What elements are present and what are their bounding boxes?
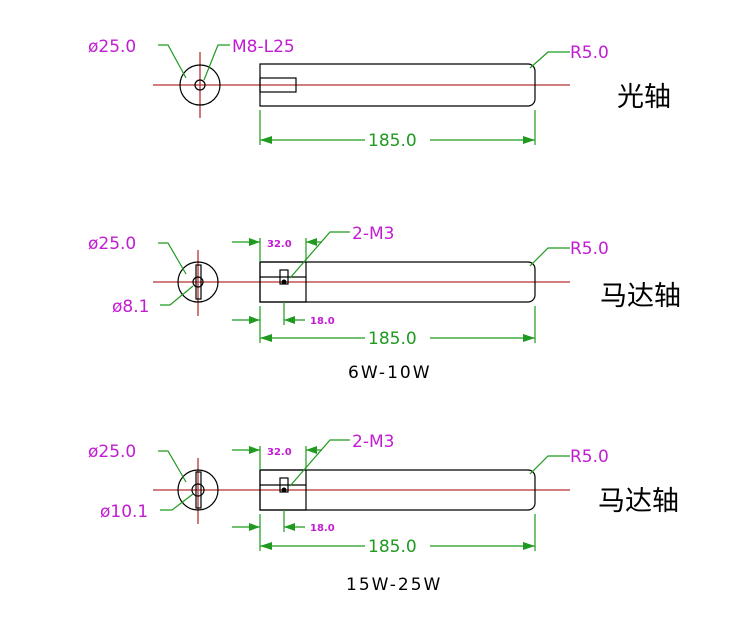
thread-leader	[289, 231, 350, 279]
shaft-body	[259, 261, 536, 303]
dim-arrow	[306, 238, 317, 246]
dim-a-label: 32.0	[267, 447, 292, 458]
screw-center	[281, 279, 287, 285]
dia-leader	[158, 242, 187, 275]
bore-leader	[160, 285, 194, 306]
dia-leader	[158, 450, 187, 483]
bore-circle	[192, 276, 204, 288]
thread-label: M8-L25	[232, 37, 295, 57]
dim-arrow-left	[260, 136, 272, 144]
radius-label: R5.0	[570, 447, 609, 467]
dia-label: ø25.0	[88, 37, 136, 57]
dim-arrow-right	[523, 542, 535, 550]
radius-label: R5.0	[570, 43, 609, 63]
end-view-circle	[177, 469, 219, 511]
radius-leader	[529, 247, 570, 267]
bore-label: ø10.1	[100, 502, 148, 522]
thread-leader	[289, 439, 350, 487]
length-label: 185.0	[368, 131, 417, 151]
thread-bore	[259, 77, 297, 93]
shaft-title: 光轴	[617, 82, 671, 113]
dim-a-label: 32.0	[267, 239, 292, 250]
shaft-motor-small: ø25.0 ø8.1 2-M3 R5.0 32.0 18.0 185.0 马达轴…	[88, 224, 681, 383]
bore-circle	[191, 483, 205, 497]
dim-arrow	[306, 446, 317, 454]
dia-leader	[158, 44, 187, 79]
shaft-motor-large: ø25.0 ø10.1 2-M3 R5.0 32.0 18.0 185.0 马达…	[88, 432, 679, 595]
thread-hole	[194, 79, 206, 91]
flat-section	[259, 261, 307, 303]
dim-arrow-left	[260, 542, 272, 550]
radius-leader	[529, 51, 570, 69]
dim-arrow-right	[523, 334, 535, 342]
dim-arrow	[249, 238, 260, 246]
dim-arrow	[284, 523, 295, 531]
dim-arrow	[284, 316, 295, 324]
bore-label: ø8.1	[112, 297, 149, 317]
dia-label: ø25.0	[88, 234, 136, 254]
screw-center	[281, 487, 287, 493]
end-view-circle	[177, 261, 219, 303]
thread-leader	[203, 44, 230, 81]
shaft-title: 马达轴	[598, 486, 679, 517]
shaft-plain: ø25.0 M8-L25 R5.0 185.0 光轴	[88, 37, 671, 151]
length-label: 185.0	[368, 329, 417, 349]
power-range-label: 6W-10W	[348, 363, 432, 383]
dim-arrow	[249, 446, 260, 454]
radius-label: R5.0	[570, 239, 609, 259]
radius-leader	[529, 455, 570, 475]
bore-leader	[160, 493, 194, 511]
shaft-body	[259, 469, 536, 511]
end-view-circle	[179, 64, 221, 106]
dim-b-label: 18.0	[310, 523, 335, 534]
thread-label: 2-M3	[352, 224, 394, 244]
dim-arrow	[249, 316, 260, 324]
dim-arrow	[249, 523, 260, 531]
dim-arrow-right	[523, 136, 535, 144]
dia-label: ø25.0	[88, 442, 136, 462]
flat-slot	[195, 264, 202, 300]
thread-label: 2-M3	[352, 432, 394, 452]
length-label: 185.0	[368, 537, 417, 557]
power-range-label: 15W-25W	[346, 575, 442, 595]
dim-arrow-left	[260, 334, 272, 342]
shaft-body	[259, 63, 536, 107]
flat-section	[259, 469, 307, 511]
flat-slot	[195, 471, 202, 509]
dim-b-label: 18.0	[310, 316, 335, 327]
shaft-title: 马达轴	[600, 281, 681, 312]
